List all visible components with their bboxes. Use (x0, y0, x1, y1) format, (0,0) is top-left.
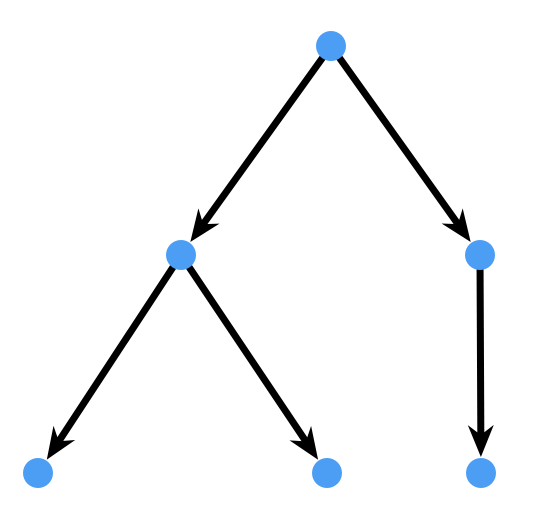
edge-root-to-left (190, 43, 334, 242)
node-right-child (466, 458, 496, 488)
edge-line (328, 43, 462, 228)
arrowhead (190, 208, 220, 242)
arrowhead (441, 208, 471, 242)
node-left (166, 240, 196, 270)
arrowhead (289, 425, 319, 460)
node-left-left (23, 458, 53, 488)
arrowhead (467, 424, 494, 457)
edge-line (178, 253, 310, 446)
nodes-layer (23, 31, 496, 488)
edge-left-to-left-right (178, 253, 319, 460)
edges-layer (46, 43, 494, 460)
edge-root-to-right (328, 43, 471, 242)
node-left-right (312, 458, 342, 488)
edge-line (199, 43, 334, 228)
arrowhead (46, 425, 76, 460)
node-right (465, 240, 495, 270)
edge-right-to-right-child (467, 254, 494, 457)
edge-left-to-left-left (46, 253, 184, 460)
edge-line (476, 254, 485, 438)
node-root (316, 31, 346, 61)
edge-line (54, 253, 184, 445)
